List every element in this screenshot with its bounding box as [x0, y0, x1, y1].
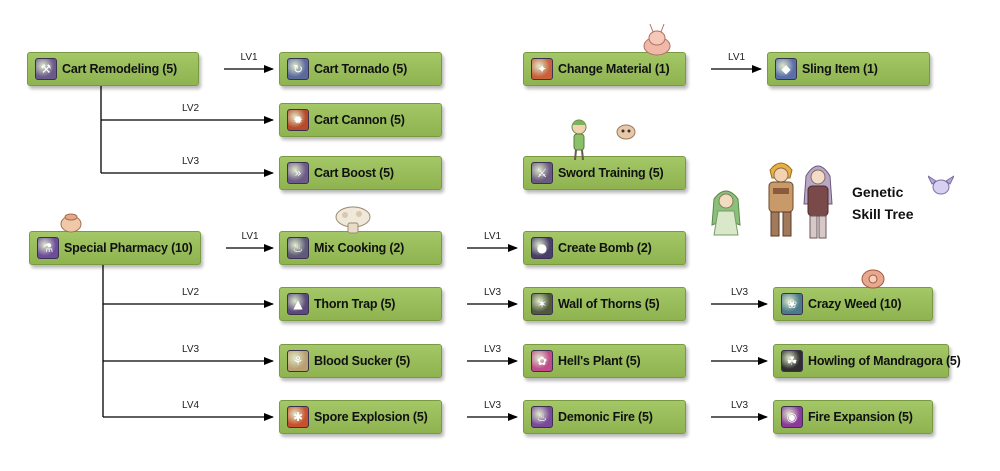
skill-node-fire-expansion: ◉ Fire Expansion (5)	[773, 400, 933, 434]
skill-node-special-pharmacy: ⚗ Special Pharmacy (10)	[29, 231, 201, 265]
sling-item-icon: ◆	[775, 58, 797, 80]
cooking-icon: ♨	[287, 237, 309, 259]
skill-label: Hell's Plant (5)	[558, 354, 641, 368]
edge-level-label: LV1	[241, 231, 259, 242]
skill-label: Howling of Mandragora (5)	[808, 354, 961, 368]
edge-level-label: LV3	[182, 344, 200, 355]
skill-node-cart-cannon: ✹ Cart Cannon (5)	[279, 103, 442, 137]
skill-node-cart-boost: » Cart Boost (5)	[279, 156, 442, 190]
skill-node-sling-item: ◆ Sling Item (1)	[767, 52, 930, 86]
skill-node-blood-sucker: ⚘ Blood Sucker (5)	[279, 344, 442, 378]
skill-label: Fire Expansion (5)	[808, 410, 913, 424]
skill-label: Thorn Trap (5)	[314, 297, 396, 311]
pharmacy-icon: ⚗	[37, 237, 59, 259]
skill-node-crazy-weed: ❀ Crazy Weed (10)	[773, 287, 933, 321]
character-sprite-green	[571, 119, 587, 161]
edge-level-label: LV3	[484, 400, 502, 411]
thorn-trap-icon: ▲	[287, 293, 309, 315]
bomb-icon: ●	[531, 237, 553, 259]
skill-label: Change Material (1)	[558, 62, 670, 76]
cannon-icon: ✹	[287, 109, 309, 131]
edge-level-label: LV2	[182, 287, 200, 298]
creature-sprite-small	[616, 124, 636, 140]
skill-node-cart-remodeling: ⚒ Cart Remodeling (5)	[27, 52, 199, 86]
creature-sprite-pink	[643, 23, 671, 56]
skill-label: Special Pharmacy (10)	[64, 241, 193, 255]
skill-label: Crazy Weed (10)	[808, 297, 902, 311]
skill-label: Cart Cannon (5)	[314, 113, 405, 127]
skill-label: Sword Training (5)	[558, 166, 664, 180]
wall-thorns-icon: ✶	[531, 293, 553, 315]
skill-node-change-material: ✦ Change Material (1)	[523, 52, 686, 86]
skill-label: Cart Tornado (5)	[314, 62, 408, 76]
skill-label: Wall of Thorns (5)	[558, 297, 660, 311]
skill-node-spore-explosion: ✱ Spore Explosion (5)	[279, 400, 442, 434]
diagram-title: Genetic Skill Tree	[852, 181, 913, 225]
hells-plant-icon: ✿	[531, 350, 553, 372]
wrench-icon: ⚒	[35, 58, 57, 80]
skill-node-sword-training: ⚔ Sword Training (5)	[523, 156, 686, 190]
edge-level-label: LV3	[731, 344, 749, 355]
skill-node-create-bomb: ● Create Bomb (2)	[523, 231, 686, 265]
character-sprite-geneticist-male	[768, 162, 794, 237]
creature-sprite-bird	[928, 175, 954, 195]
skill-label: Spore Explosion (5)	[314, 410, 428, 424]
mandragora-icon: ☘	[781, 350, 803, 372]
title-line-2: Skill Tree	[852, 206, 914, 222]
character-sprite-dryad	[711, 190, 741, 236]
creature-sprite-mushroom	[335, 206, 371, 234]
crazy-weed-icon: ❀	[781, 293, 803, 315]
edge-level-label: LV1	[728, 52, 746, 63]
skill-node-cart-tornado: ↻ Cart Tornado (5)	[279, 52, 442, 86]
creature-sprite-pot	[60, 213, 82, 233]
sword-icon: ⚔	[531, 162, 553, 184]
blood-sucker-icon: ⚘	[287, 350, 309, 372]
skill-node-thorn-trap: ▲ Thorn Trap (5)	[279, 287, 442, 321]
edge-level-label: LV1	[484, 231, 502, 242]
skill-label: Cart Boost (5)	[314, 166, 394, 180]
edge-level-label: LV1	[240, 52, 258, 63]
change-material-icon: ✦	[531, 58, 553, 80]
skill-node-hells-plant: ✿ Hell's Plant (5)	[523, 344, 686, 378]
skill-node-howling-mandragora: ☘ Howling of Mandragora (5)	[773, 344, 961, 378]
skill-label: Sling Item (1)	[802, 62, 878, 76]
title-line-1: Genetic	[852, 184, 904, 200]
creature-sprite-weed	[861, 269, 885, 289]
demonic-fire-icon: ♨	[531, 406, 553, 428]
character-sprite-geneticist-female	[803, 165, 833, 239]
edge-level-label: LV3	[182, 156, 200, 167]
cart-tornado-icon: ↻	[287, 58, 309, 80]
skill-label: Mix Cooking (2)	[314, 241, 405, 255]
edge-level-label: LV2	[182, 103, 200, 114]
skill-node-wall-of-thorns: ✶ Wall of Thorns (5)	[523, 287, 686, 321]
edge-level-label: LV3	[731, 287, 749, 298]
cart-boost-icon: »	[287, 162, 309, 184]
spore-icon: ✱	[287, 406, 309, 428]
skill-label: Demonic Fire (5)	[558, 410, 653, 424]
skill-label: Cart Remodeling (5)	[62, 62, 177, 76]
skill-label: Blood Sucker (5)	[314, 354, 411, 368]
edge-level-label: LV3	[731, 400, 749, 411]
edge-level-label: LV3	[484, 287, 502, 298]
skill-label: Create Bomb (2)	[558, 241, 652, 255]
skill-node-mix-cooking: ♨ Mix Cooking (2)	[279, 231, 442, 265]
skill-node-demonic-fire: ♨ Demonic Fire (5)	[523, 400, 686, 434]
fire-expansion-icon: ◉	[781, 406, 803, 428]
edge-level-label: LV3	[484, 344, 502, 355]
edge-level-label: LV4	[182, 400, 200, 411]
